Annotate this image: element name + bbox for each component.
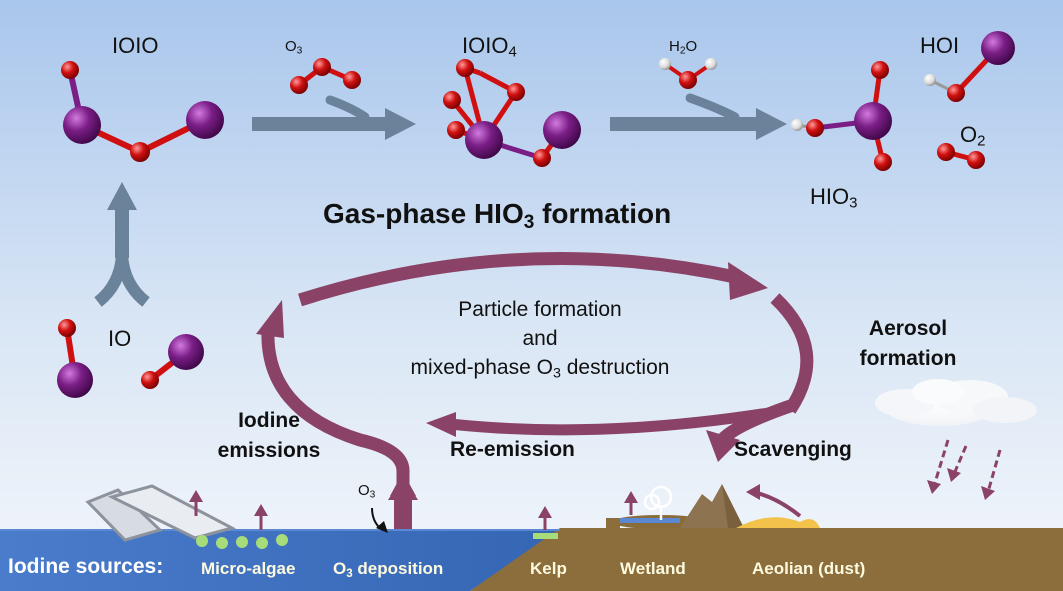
hoi-molecule bbox=[924, 31, 1015, 102]
cloud-icon bbox=[875, 379, 1037, 426]
o3-molecule bbox=[290, 58, 361, 94]
ioio4-label: IOIO4 bbox=[462, 33, 517, 61]
rain-arrows bbox=[927, 439, 1002, 500]
io-combination-arrow bbox=[94, 182, 150, 307]
o3-label: O3 bbox=[285, 38, 303, 57]
sand-dunes bbox=[736, 517, 820, 528]
aeolian-label: Aeolian (dust) bbox=[752, 559, 866, 578]
hoi-label: HOI bbox=[920, 33, 960, 58]
kelp-label: Kelp bbox=[530, 559, 567, 578]
ioio4-molecule bbox=[443, 59, 581, 167]
reaction-arrow-2 bbox=[610, 93, 787, 140]
o3-deposition-label: O3 deposition bbox=[333, 559, 444, 580]
hio3-label: HIO3 bbox=[810, 184, 858, 212]
ice-floe-icon bbox=[85, 484, 237, 542]
io-molecule-a bbox=[57, 319, 93, 398]
kelp-icon bbox=[533, 533, 558, 539]
dust-uptake-arrowhead bbox=[746, 484, 760, 500]
micro-algae-icon bbox=[196, 534, 288, 549]
iodine-emissions-label: Iodine emissions bbox=[217, 409, 321, 462]
hio3-molecule bbox=[791, 61, 892, 171]
reemission-label: Re-emission bbox=[450, 438, 575, 461]
particle-cycle-arrows bbox=[256, 251, 814, 538]
ioio-label: IOIO bbox=[112, 33, 159, 58]
h2o-molecule bbox=[659, 58, 717, 89]
iodine-sources-title: Iodine sources: bbox=[8, 555, 164, 578]
io-molecule-b bbox=[141, 334, 204, 389]
o3-deposition-small-label: O3 bbox=[358, 482, 376, 501]
reaction-arrow-1 bbox=[252, 95, 416, 140]
io-label: IO bbox=[108, 326, 132, 351]
tree-icon bbox=[643, 485, 673, 520]
micro-algae-label: Micro-algae bbox=[201, 559, 296, 578]
ioio-molecule bbox=[61, 61, 224, 162]
o2-label: O2 bbox=[960, 122, 986, 150]
main-title: Gas-phase HIO3 formation bbox=[323, 198, 672, 233]
o2-molecule bbox=[937, 143, 985, 169]
cycle-description: Particle formation and mixed-phase O3 de… bbox=[410, 298, 670, 382]
ocean-surface bbox=[0, 530, 560, 591]
land-surface bbox=[470, 528, 1063, 591]
mountain-icon bbox=[680, 484, 736, 528]
emission-arrows bbox=[189, 490, 638, 530]
wetland-label: Wetland bbox=[620, 559, 686, 578]
h2o-label: H2O bbox=[669, 38, 698, 57]
aerosol-formation-label: Aerosol formation bbox=[859, 317, 957, 370]
scavenging-label: Scavenging bbox=[734, 438, 852, 461]
